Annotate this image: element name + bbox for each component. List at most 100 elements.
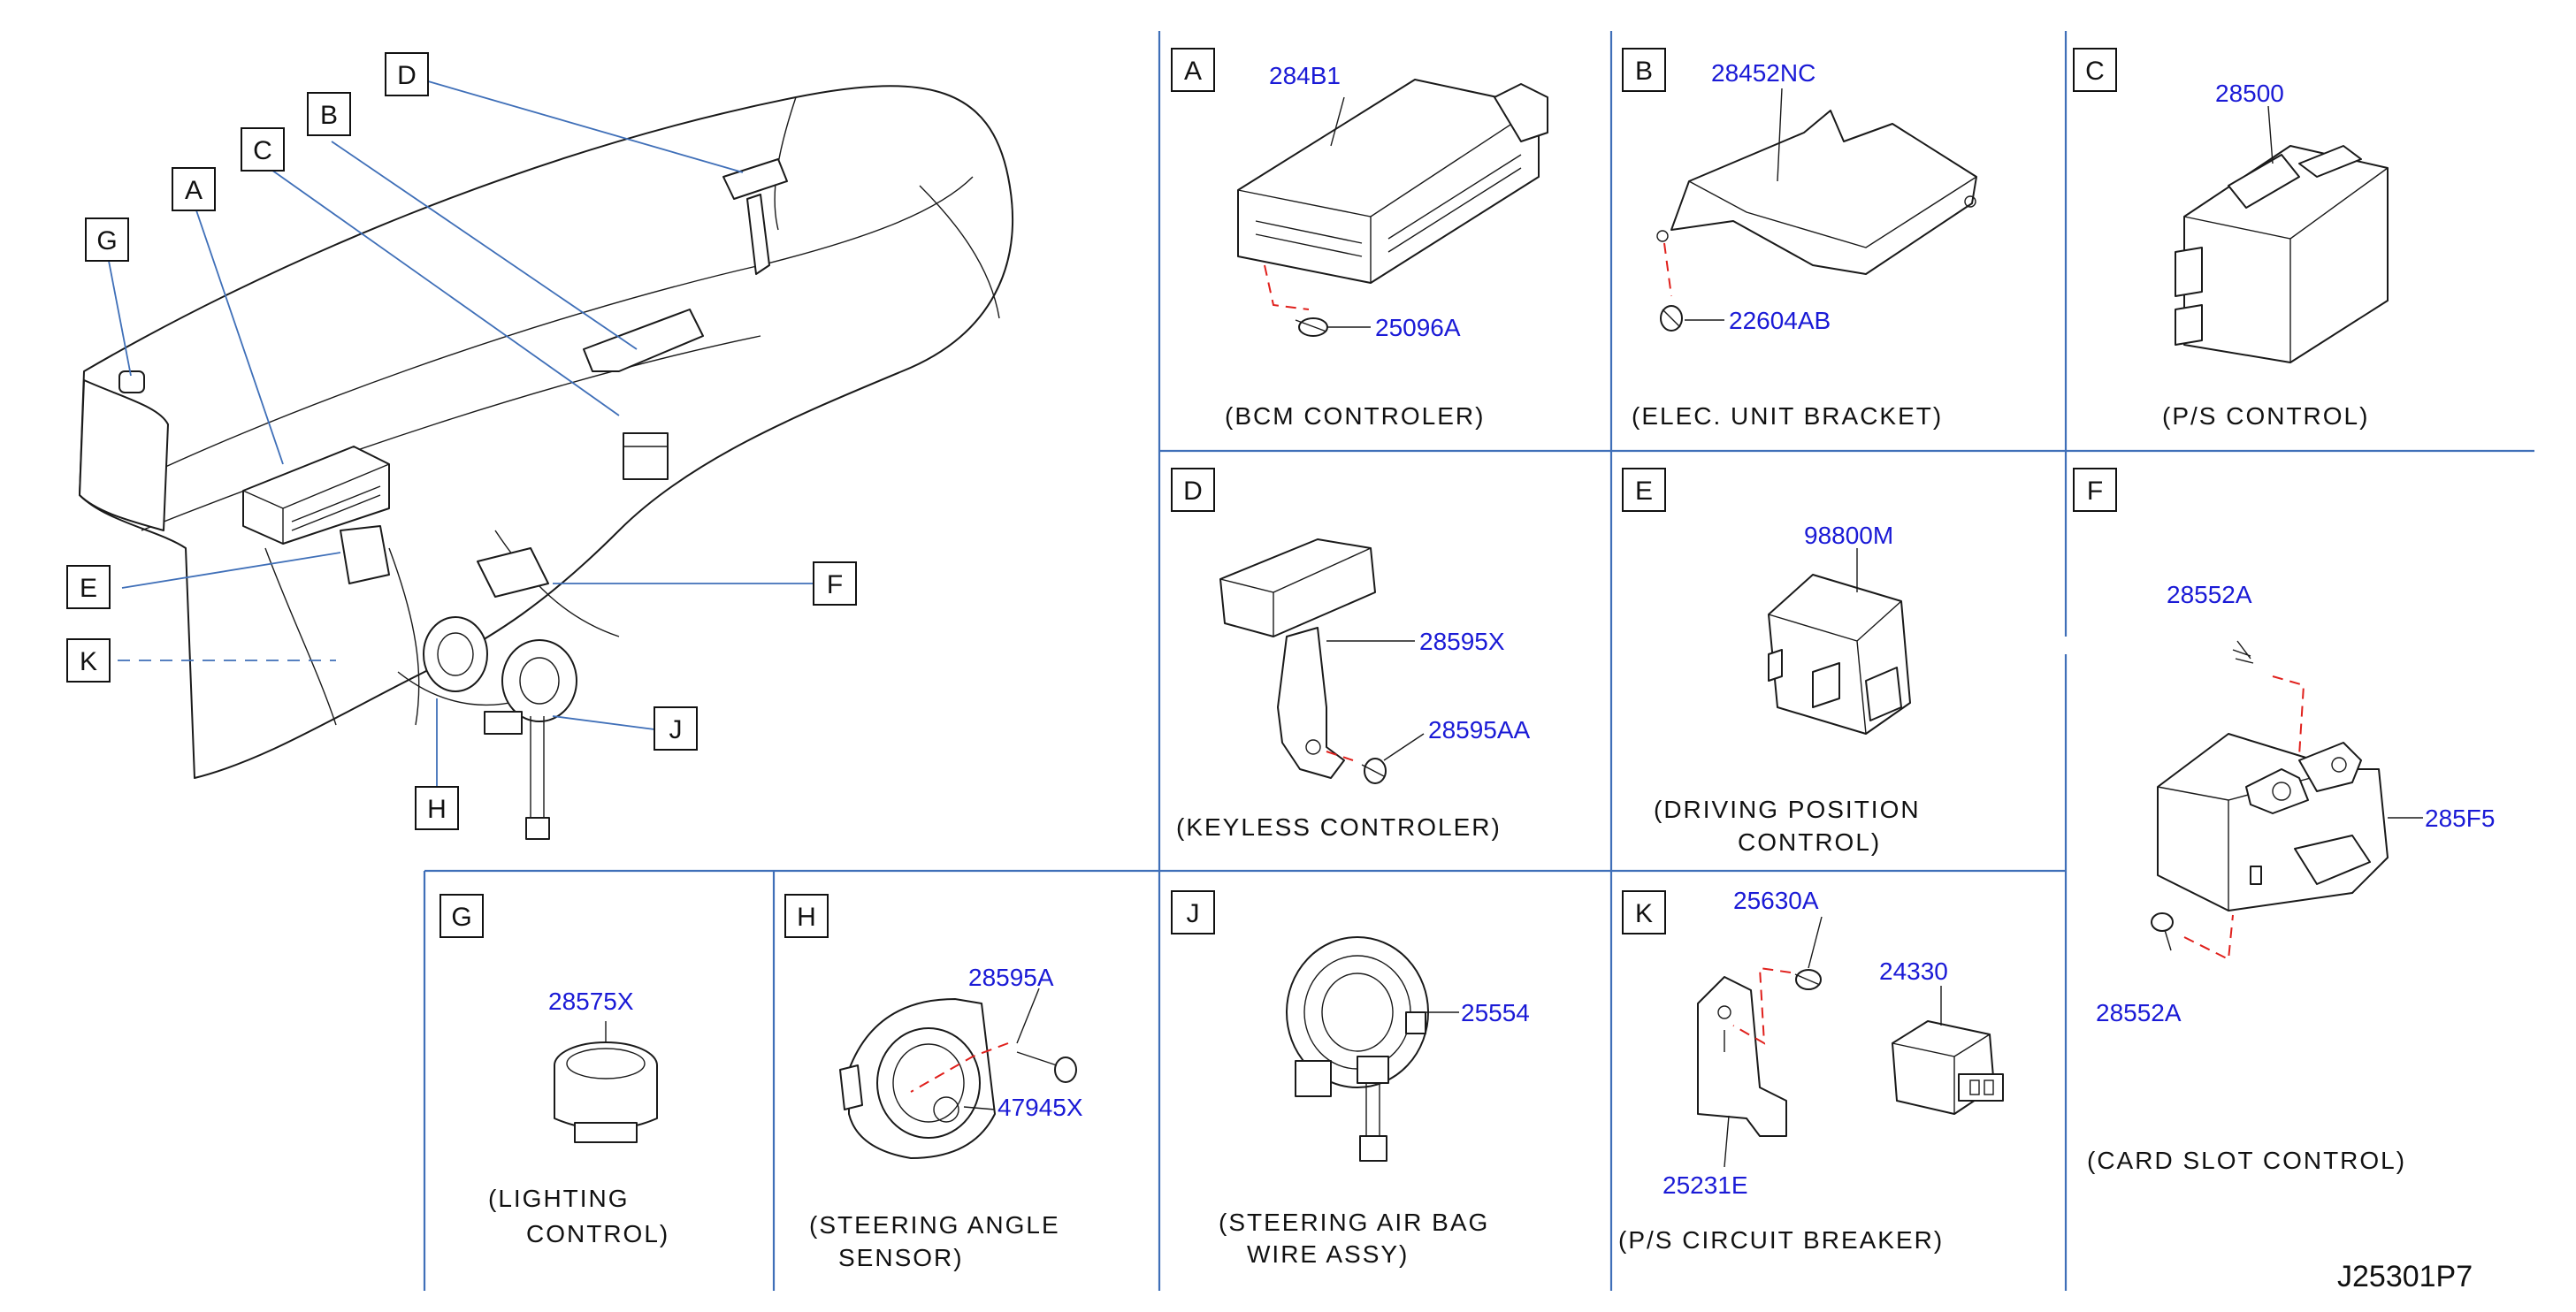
panel-G: G 28575X (LIGHTING CONTROL): [440, 894, 669, 1247]
svg-text:H: H: [427, 795, 447, 824]
svg-text:25096A: 25096A: [1375, 314, 1461, 341]
callout-A: A: [172, 167, 216, 211]
panel-A: A 284B1 25096A (BCM CONTROLER): [1171, 48, 1548, 430]
svg-text:(STEERING ANGLE: (STEERING ANGLE: [809, 1211, 1060, 1239]
svg-text:(P/S CIRCUIT BREAKER): (P/S CIRCUIT BREAKER): [1618, 1226, 1944, 1254]
svg-text:28552A: 28552A: [2096, 999, 2182, 1026]
svg-text:WIRE ASSY): WIRE ASSY): [1247, 1240, 1409, 1268]
svg-text:(P/S CONTROL): (P/S CONTROL): [2162, 402, 2369, 430]
bracket-part: [1656, 110, 1977, 275]
svg-text:28595AA: 28595AA: [1428, 716, 1531, 744]
airbag-wire-assy-part: [1286, 936, 1429, 1162]
svg-text:28595A: 28595A: [968, 964, 1054, 991]
svg-text:(ELEC. UNIT BRACKET): (ELEC. UNIT BRACKET): [1632, 402, 1943, 430]
svg-text:D: D: [397, 61, 417, 90]
svg-text:K: K: [80, 647, 97, 676]
svg-text:28552A: 28552A: [2167, 581, 2252, 608]
callout-G: G: [85, 217, 129, 262]
screw-icon: [2151, 912, 2174, 951]
panel-C: C 28500 (P/S CONTROL): [2073, 48, 2389, 430]
svg-text:28595X: 28595X: [1419, 628, 1505, 655]
svg-text:28452NC: 28452NC: [1711, 59, 1815, 87]
svg-text:28575X: 28575X: [548, 988, 634, 1015]
overview-keyless: [722, 158, 788, 275]
svg-text:J: J: [1187, 899, 1200, 928]
svg-text:(DRIVING POSITION: (DRIVING POSITION: [1654, 796, 1921, 823]
svg-text:C: C: [253, 136, 272, 165]
panel-H: H 28595A 47945X (STEERING ANGLE SENSOR): [784, 894, 1083, 1271]
overview-ps-control: [623, 432, 669, 480]
callout-B: B: [307, 92, 351, 136]
ps-control-part: [2175, 145, 2389, 363]
screw-icon: [1295, 317, 1328, 337]
svg-text:(KEYLESS CONTROLER): (KEYLESS CONTROLER): [1176, 813, 1502, 841]
svg-text:E: E: [1635, 477, 1653, 506]
keyless-controller-part: [1219, 538, 1376, 779]
panel-D: D 28595X 28595AA (KEYLESS CONTROLER): [1171, 468, 1531, 841]
svg-text:C: C: [2085, 57, 2105, 86]
screw-icon: [1016, 1051, 1077, 1083]
overview-driving-position: [340, 525, 390, 584]
panel-K: K 25630A 24330 25231E (P/S CIRCUIT BREAK…: [1618, 887, 2004, 1254]
svg-text:K: K: [1635, 899, 1653, 928]
svg-text:24330: 24330: [1879, 957, 1948, 985]
svg-text:F: F: [2087, 477, 2103, 506]
screw-icon: [1660, 305, 1683, 332]
callout-C: C: [241, 127, 285, 172]
svg-text:284B1: 284B1: [1269, 62, 1341, 89]
svg-text:D: D: [1183, 477, 1203, 506]
dashboard-overview: A B C D G E F K H J: [66, 52, 1013, 840]
svg-text:(BCM CONTROLER): (BCM CONTROLER): [1225, 402, 1485, 430]
overview-card-slot: [477, 547, 549, 598]
svg-text:28500: 28500: [2215, 80, 2284, 107]
drawing-number: J25301P7: [2337, 1260, 2473, 1293]
overview-lighting: [118, 370, 145, 393]
panel-grid: [423, 31, 2534, 1291]
svg-text:B: B: [320, 101, 338, 130]
panel-J: J 25554 (STEERING AIR BAG WIRE ASSY): [1171, 890, 1530, 1268]
screw-icon: [1361, 758, 1387, 784]
screw-icon: [2232, 640, 2254, 664]
svg-text:J: J: [669, 715, 683, 744]
overview-airbag-wire: [484, 639, 577, 840]
lighting-control-part: [554, 1041, 658, 1143]
callout-E: E: [66, 565, 111, 609]
svg-text:H: H: [797, 903, 816, 932]
panel-B: B 28452NC 22604AB (ELEC. UNIT BRACKET): [1622, 48, 1977, 430]
overview-bcm: [242, 446, 390, 545]
svg-text:E: E: [80, 574, 97, 603]
ps-circuit-breaker-bracket-part: [1697, 976, 1787, 1137]
callout-K: K: [66, 638, 111, 683]
svg-text:CONTROL): CONTROL): [1738, 828, 1881, 856]
panel-E: E 98800M (DRIVING POSITION CONTROL): [1622, 468, 1921, 856]
svg-text:(LIGHTING: (LIGHTING: [488, 1185, 630, 1212]
overview-steering-sensor: [423, 616, 488, 692]
svg-text:25630A: 25630A: [1733, 887, 1819, 914]
callout-J: J: [654, 706, 698, 751]
svg-text:CONTROL): CONTROL): [526, 1220, 669, 1247]
svg-text:F: F: [827, 570, 843, 599]
panel-F: F 28552A 285F5 28552A (CARD SLOT CONTROL…: [2073, 468, 2495, 1174]
svg-text:(STEERING AIR BAG: (STEERING AIR BAG: [1219, 1209, 1489, 1236]
svg-text:22604AB: 22604AB: [1729, 307, 1831, 334]
driving-position-control-part: [1768, 574, 1911, 735]
callout-H: H: [415, 786, 459, 830]
svg-text:(CARD SLOT CONTROL): (CARD SLOT CONTROL): [2087, 1147, 2406, 1174]
svg-text:25231E: 25231E: [1663, 1171, 1748, 1199]
svg-text:98800M: 98800M: [1804, 522, 1893, 549]
card-slot-control-part: [2157, 733, 2389, 912]
svg-text:A: A: [185, 176, 203, 205]
svg-text:285F5: 285F5: [2425, 805, 2495, 832]
svg-text:A: A: [1184, 57, 1202, 86]
svg-text:47945X: 47945X: [998, 1094, 1083, 1121]
svg-text:G: G: [96, 226, 117, 256]
callout-F: F: [813, 561, 857, 606]
svg-text:G: G: [451, 903, 471, 932]
steering-angle-sensor-part: [839, 998, 996, 1159]
callout-D: D: [385, 52, 429, 96]
screw-icon: [1794, 969, 1822, 990]
svg-text:B: B: [1635, 57, 1653, 86]
bcm-controller-part: [1237, 79, 1548, 284]
overview-bracket: [583, 309, 704, 372]
